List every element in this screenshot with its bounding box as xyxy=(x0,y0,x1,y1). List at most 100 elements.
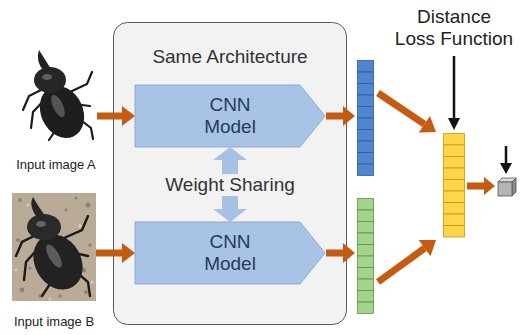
output-arrow xyxy=(343,106,355,126)
beetle-photo xyxy=(27,214,61,240)
feature-vector xyxy=(358,199,374,211)
loss-arrow xyxy=(453,56,456,119)
output-arrow xyxy=(326,106,355,263)
loss-label: Distance Loss Function xyxy=(395,6,514,50)
beetle-photo xyxy=(49,298,52,301)
merge-arrow xyxy=(378,93,436,282)
image-caption: Input image A xyxy=(0,157,116,172)
distance-vector xyxy=(444,145,465,157)
edge-label: Weight Sharing xyxy=(161,174,299,196)
arrow-head xyxy=(213,147,247,160)
beetle-photo xyxy=(43,242,65,270)
output-arrow xyxy=(326,250,343,257)
beetle-photo xyxy=(12,193,96,301)
output-arrow xyxy=(326,113,343,120)
input-image: Input image B xyxy=(12,193,96,301)
panel-outline xyxy=(114,23,347,325)
edge-label: Weight Sharing xyxy=(161,174,299,196)
input-image: Input image A xyxy=(15,44,97,144)
beetle-photo xyxy=(31,197,46,219)
beetle-photo xyxy=(16,238,20,242)
feature-vector xyxy=(358,61,374,73)
beetle-photo xyxy=(78,224,82,228)
feature-vector xyxy=(358,210,374,222)
panel-title: Same Architecture xyxy=(113,46,347,68)
feature-vector xyxy=(358,84,374,96)
input-arrow xyxy=(96,250,123,257)
beetle-photo xyxy=(65,209,68,212)
distance-vector xyxy=(444,168,465,180)
feature-vector xyxy=(358,61,374,176)
distance-vector xyxy=(444,134,465,146)
feature-vector xyxy=(358,141,374,153)
beetle-photo xyxy=(75,197,78,200)
beetle-photo xyxy=(16,197,92,298)
beetle-photo xyxy=(15,44,97,145)
beetle-photo xyxy=(36,221,46,227)
loss-arrow xyxy=(500,163,512,174)
output-arrow xyxy=(343,243,355,263)
loss-arrow xyxy=(448,118,460,130)
output-arrow xyxy=(467,177,495,195)
feature-vector xyxy=(358,245,374,257)
merge-arrow xyxy=(378,93,424,124)
feature-vector xyxy=(358,302,374,314)
arrow-head xyxy=(213,209,247,222)
beetle-photo xyxy=(38,50,51,72)
beetle-photo xyxy=(86,203,91,208)
output-cube xyxy=(498,178,516,196)
beetle-photo xyxy=(18,198,22,202)
feature-vector xyxy=(358,164,374,176)
image-caption: Input image B xyxy=(0,314,114,329)
feature-vector xyxy=(358,118,374,130)
beetle-photo xyxy=(84,290,88,294)
beetle-photo xyxy=(88,243,92,247)
distance-vector xyxy=(444,157,465,169)
beetle-photo xyxy=(70,72,92,92)
beetle-photo xyxy=(42,284,50,296)
beetle-photo xyxy=(20,288,25,293)
beetle-photo xyxy=(15,203,94,300)
feature-vector xyxy=(358,130,374,142)
feature-vector xyxy=(358,95,374,107)
distance-vector xyxy=(444,134,465,238)
beetle-photo xyxy=(64,216,88,238)
feature-vector xyxy=(358,291,374,303)
distance-vector xyxy=(444,180,465,192)
output-cube xyxy=(498,182,512,196)
loss-arrow xyxy=(505,146,508,164)
merge-arrow xyxy=(378,248,425,282)
model-name: CNN Model xyxy=(198,231,262,275)
beetle-photo xyxy=(34,67,66,93)
arrow-head xyxy=(122,106,135,126)
feature-vector xyxy=(358,72,374,84)
beetle-photo xyxy=(48,93,67,119)
input-arrow xyxy=(97,106,135,126)
beetle-photo xyxy=(58,294,61,297)
cnn-shape xyxy=(135,222,325,284)
merge-arrow xyxy=(419,240,436,256)
distance-vector xyxy=(444,214,465,226)
feature-vector xyxy=(358,268,374,280)
distance-vector xyxy=(444,191,465,203)
beetle-photo xyxy=(12,193,96,301)
input-arrow xyxy=(96,243,135,263)
feature-vector xyxy=(358,153,374,165)
merge-arrow xyxy=(419,116,436,133)
input-arrow xyxy=(97,113,123,120)
beetle-photo xyxy=(29,267,32,270)
model-name: CNN Model xyxy=(198,94,262,138)
distance-vector xyxy=(444,203,465,215)
output-arrow xyxy=(484,177,495,195)
feature-vector xyxy=(358,222,374,234)
distance-vector xyxy=(444,226,465,238)
loss-arrow xyxy=(500,146,512,174)
feature-vector xyxy=(358,256,374,268)
cnn-model-box: CNN Model xyxy=(135,85,325,147)
output-cube xyxy=(512,178,516,196)
feature-vector xyxy=(358,233,374,245)
cnn-model-box: CNN Model xyxy=(135,222,325,284)
beetle-photo xyxy=(26,203,29,206)
output-arrow xyxy=(467,183,484,190)
